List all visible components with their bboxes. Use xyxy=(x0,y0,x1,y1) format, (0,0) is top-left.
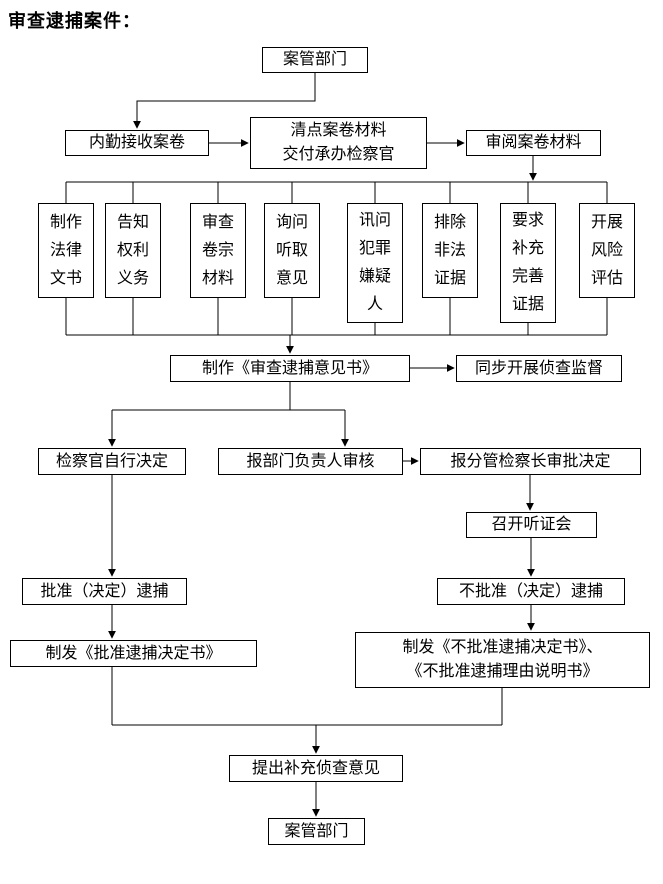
node-hold-hearing: 召开听证会 xyxy=(466,512,597,538)
node-make-arrest-review-opinion: 制作《审查逮捕意见书》 xyxy=(170,355,410,382)
node-dept-head-review: 报部门负责人审核 xyxy=(218,448,403,475)
task-risk-assessment: 开展 风险 评估 xyxy=(579,203,635,298)
node-issue-disapproval-decision-doc: 制发《不批准逮捕决定书》、 《不批准逮捕理由说明书》 xyxy=(355,632,650,688)
node-investigation-supervision: 同步开展侦查监督 xyxy=(456,355,622,382)
connector-lines xyxy=(65,73,608,817)
node-supplementary-investigation-opinion: 提出补充侦查意见 xyxy=(229,755,403,782)
node-issue-approval-decision-doc: 制发《批准逮捕决定书》 xyxy=(10,640,257,667)
task-make-legal-documents: 制作 法律 文书 xyxy=(38,203,94,298)
page-title: 审查逮捕案件： xyxy=(8,11,141,31)
task-request-supplement-evidence: 要求 补充 完善 证据 xyxy=(500,203,556,323)
task-examine-dossier-materials: 审查 卷宗 材料 xyxy=(190,203,246,298)
node-case-management-bottom: 案管部门 xyxy=(268,818,365,845)
node-approve-arrest: 批准（决定）逮捕 xyxy=(22,578,187,605)
task-hear-opinions: 询问 听取 意见 xyxy=(264,203,320,298)
node-disapprove-arrest: 不批准（决定）逮捕 xyxy=(437,578,625,605)
node-chief-prosecutor-approve: 报分管检察长审批决定 xyxy=(420,448,641,475)
node-inventory-and-transfer: 清点案卷材料 交付承办检察官 xyxy=(250,117,427,169)
node-case-management-top: 案管部门 xyxy=(262,47,368,73)
task-interrogate-suspect: 讯问 犯罪 嫌疑 人 xyxy=(347,203,403,323)
node-receive-case-files: 内勤接收案卷 xyxy=(65,130,209,156)
task-exclude-illegal-evidence: 排除 非法 证据 xyxy=(422,203,478,298)
task-notify-rights-duties: 告知 权利 义务 xyxy=(105,203,161,298)
node-review-case-files: 审阅案卷材料 xyxy=(466,130,601,156)
node-prosecutor-self-decide: 检察官自行决定 xyxy=(38,448,186,475)
